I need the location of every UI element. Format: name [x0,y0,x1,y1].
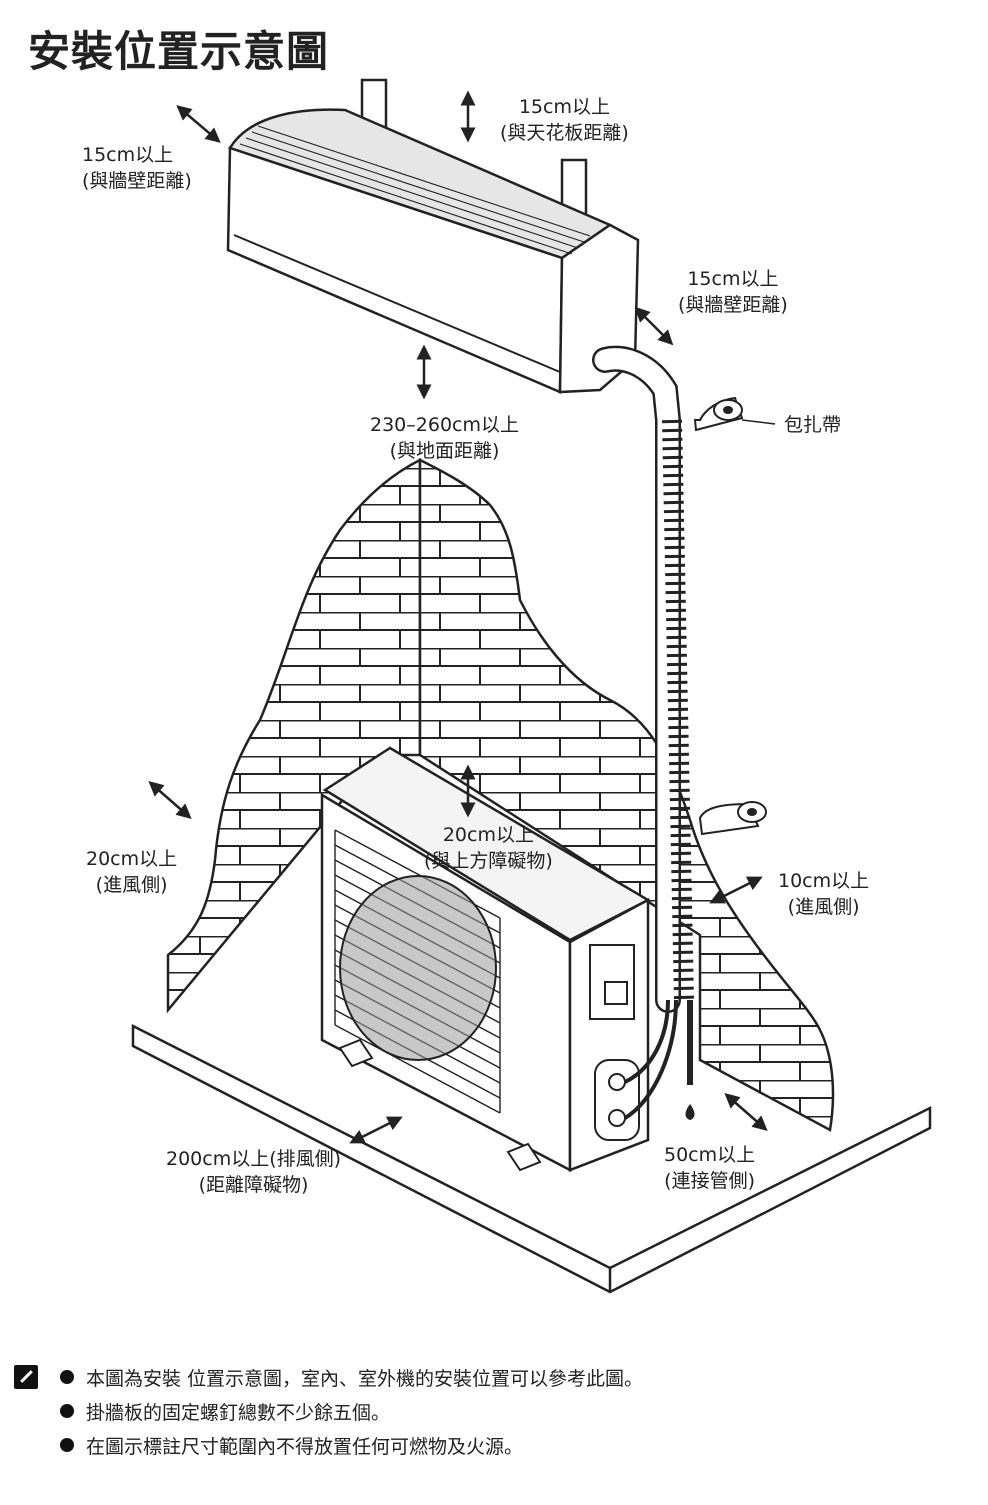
label-wall-right-note: (與牆壁距離) [678,294,788,316]
pipe-bundle [592,345,776,1120]
label-top-obstacle-distance: 20cm以上 [442,824,534,846]
arrow-wall-right [634,306,674,346]
arrow-intake-right [709,876,763,904]
note-text: 本圖為安裝 位置示意圖，室內、室外機的安裝位置可以參考此圖。 [86,1367,644,1390]
label-floor-note: (與地面距離) [389,440,500,462]
label-wall-right-distance: 15cm以上 [687,268,779,290]
label-wall-left-distance: 15cm以上 [82,144,174,166]
label-tape: 包扎帶 [784,412,841,438]
note-row: 掛牆板的固定螺釘總數不少餘五個。 [14,1394,974,1428]
note-text: 在圖示標註尺寸範圍內不得放置任何可燃物及火源。 [86,1435,524,1458]
note-text: 掛牆板的固定螺釘總數不少餘五個。 [86,1401,391,1424]
label-wall-left-note: (與牆壁距離) [82,170,192,192]
label-ceiling-distance: 15cm以上 [518,96,610,118]
label-pipe-side-distance: 50cm以上 [664,1144,756,1166]
label-intake-left: 20cm以上 (進風側) [86,846,177,898]
note-row: 本圖為安裝 位置示意圖，室內、室外機的安裝位置可以參考此圖。 [14,1360,974,1394]
label-intake-right: 10cm以上 (進風側) [778,868,869,920]
outdoor-fan [339,875,497,1061]
page-title: 安裝位置示意圖 [28,27,330,76]
label-intake-left-distance: 20cm以上 [86,848,178,870]
bullet-icon [60,1370,74,1384]
clearance-arrows [148,90,768,1144]
indoor-unit [226,78,640,394]
label-top-obstacle: 20cm以上 (與上方障礙物) [424,822,553,874]
notes-section: 本圖為安裝 位置示意圖，室內、室外機的安裝位置可以參考此圖。 掛牆板的固定螺釘總… [14,1360,974,1462]
pencil-note-icon [14,1365,38,1389]
label-exhaust-note: (距離障礙物) [198,1174,309,1196]
floor-slab [131,1023,932,1294]
arrow-intake-left [148,781,192,819]
label-intake-right-note: (進風側) [787,896,860,918]
arrow-wall-left [176,105,221,143]
outdoor-unit [320,746,651,1173]
note-row: 在圖示標註尺寸範圍內不得放置任何可燃物及火源。 [14,1428,974,1462]
label-floor-distance: 230–260cm以上 [370,414,519,436]
label-wall-right: 15cm以上 (與牆壁距離) [678,266,788,318]
valve-panel [594,1059,640,1141]
label-exhaust: 200cm以上(排風側) (距離障礙物) [166,1146,341,1198]
label-intake-right-distance: 10cm以上 [778,870,870,892]
arrow-pipe-side [724,1093,768,1131]
brick-wall-left [166,457,422,1014]
label-ceiling-note: (與天花板距離) [500,122,629,144]
label-floor: 230–260cm以上 (與地面距離) [370,412,519,464]
bullet-icon [60,1404,74,1418]
arrow-exhaust [349,1116,403,1144]
label-intake-left-note: (進風側) [95,874,168,896]
label-ceiling: 15cm以上 (與天花板距離) [500,94,629,146]
label-wall-left: 15cm以上 (與牆壁距離) [82,142,192,194]
label-exhaust-distance: 200cm以上(排風側) [166,1148,342,1170]
label-top-obstacle-note: (與上方障礙物) [424,850,553,872]
label-tape-text: 包扎帶 [784,414,842,436]
label-pipe-side-note: (連接管側) [664,1170,755,1192]
label-pipe-side: 50cm以上 (連接管側) [664,1142,755,1194]
bullet-icon [60,1438,74,1452]
